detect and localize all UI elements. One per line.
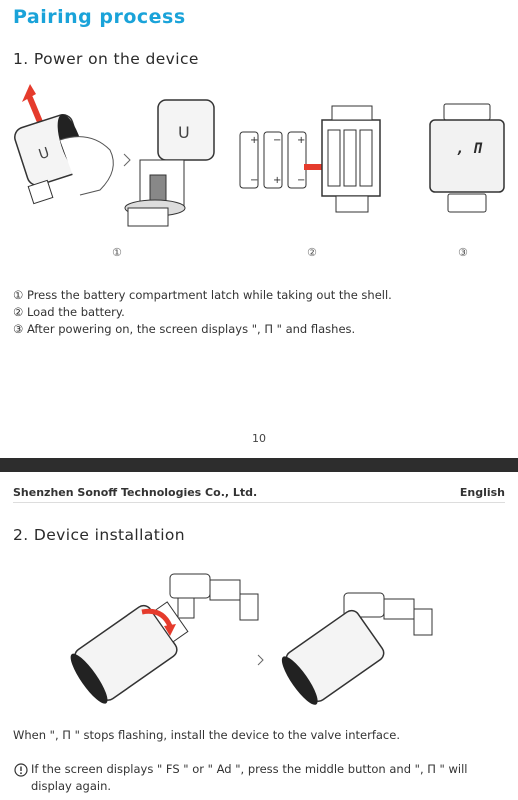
illustration-remove-shell: U U [14, 84, 215, 227]
instruction-line: ① Press the battery compartment latch wh… [13, 288, 392, 302]
device-display: , Π [456, 141, 482, 157]
language-label: English [459, 486, 505, 499]
company-name: Shenzhen Sonoff Technologies Co., Ltd. [13, 486, 258, 499]
section2-heading: 2. Device installation [13, 526, 186, 544]
battery-sign: − [273, 135, 282, 146]
divider [13, 502, 505, 503]
page-divider-band [0, 458, 518, 472]
illustration-install-rotate [70, 573, 259, 704]
instruction-line: ② Load the battery. [13, 305, 125, 319]
chevron-right-icon [257, 654, 264, 666]
page-number: 10 [252, 432, 266, 445]
illustration-powered-device [429, 103, 505, 213]
battery-sign: + [273, 175, 282, 186]
page-title: Pairing process [13, 6, 186, 28]
battery-sign: − [297, 175, 306, 186]
battery-sign: + [250, 135, 259, 146]
svg-text:U: U [37, 145, 52, 163]
step-marker-1: ① [112, 246, 122, 259]
note-text: If the screen displays " FS " or " Ad ",… [31, 762, 468, 776]
battery-sign: − [250, 175, 259, 186]
section1-heading: 1. Power on the device [13, 50, 199, 68]
illustration-load-batteries [239, 105, 381, 213]
note-text-continued: display again. [31, 779, 112, 793]
step-marker-2: ② [307, 246, 317, 259]
svg-text:U: U [178, 123, 190, 142]
battery-sign: + [297, 135, 306, 146]
illustration-install-done [281, 592, 433, 705]
install-instruction: When ", Π " stops flashing, install the … [13, 728, 400, 742]
step-marker-3: ③ [458, 246, 468, 259]
instruction-line: ③ After powering on, the screen displays… [13, 322, 356, 336]
info-circle-icon [14, 763, 28, 777]
